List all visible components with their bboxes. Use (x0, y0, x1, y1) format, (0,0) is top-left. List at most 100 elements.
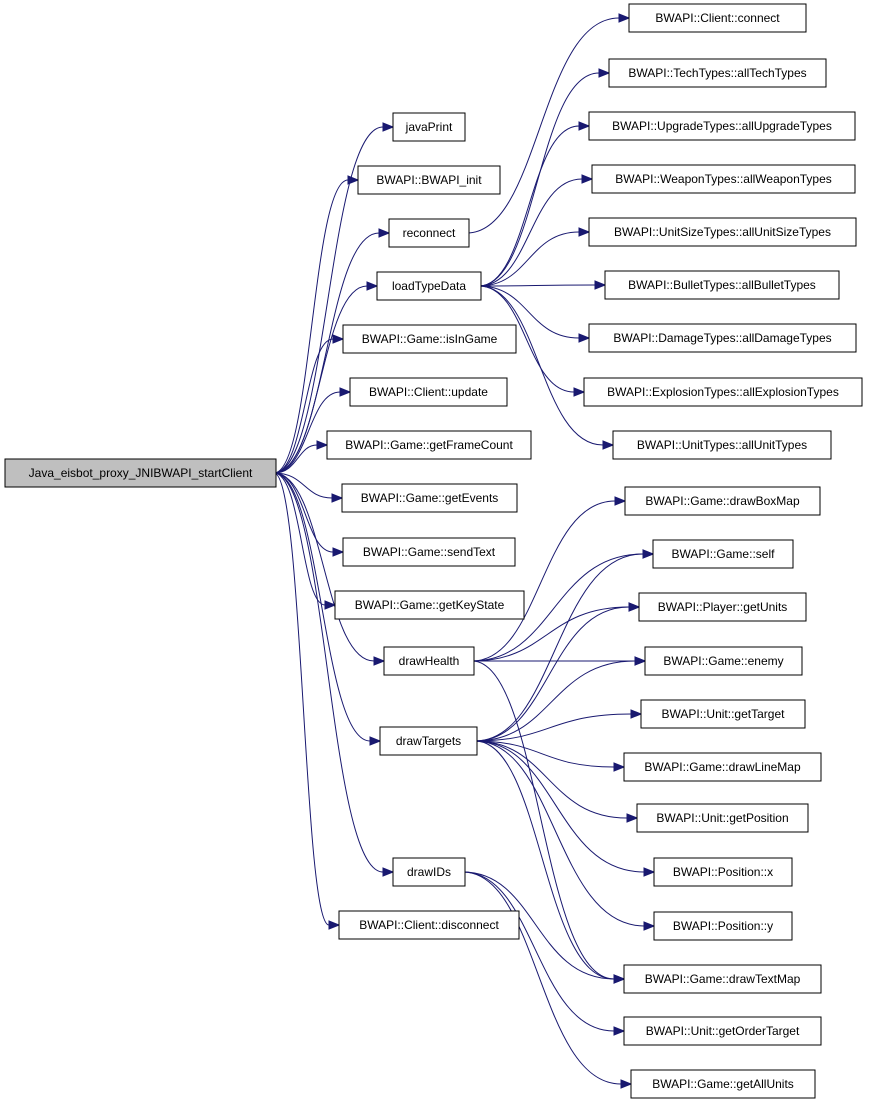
node-javaPrint[interactable]: javaPrint (392, 112, 466, 142)
node-box (392, 857, 466, 887)
edge-arrowhead (634, 656, 647, 666)
edge-root-to-client_update (273, 387, 352, 474)
edge-arrowhead (620, 1079, 633, 1089)
edge-line (478, 284, 596, 287)
edge-arrowhead (369, 736, 382, 746)
edge-line (474, 713, 632, 742)
node-label: BWAPI::Player::getUnits (658, 600, 788, 614)
edge-line (273, 472, 371, 742)
node-player_getUnits[interactable]: BWAPI::Player::getUnits (638, 592, 807, 622)
node-label: BWAPI::Unit::getTarget (662, 707, 786, 721)
node-allUpgradeTypes[interactable]: BWAPI::UpgradeTypes::allUpgradeTypes (588, 111, 856, 141)
node-root[interactable]: Java_eisbot_proxy_JNIBWAPI_startClient (4, 458, 277, 488)
edge-line (478, 285, 580, 339)
edge-root-to-drawTargets (273, 472, 382, 746)
edge-root-to-javaPrint (273, 122, 395, 474)
edge-arrowhead (366, 281, 379, 291)
node-box (653, 857, 793, 887)
node-client_disconnect[interactable]: BWAPI::Client::disconnect (338, 910, 520, 940)
node-getEvents[interactable]: BWAPI::Game::getEvents (341, 483, 518, 513)
edge-root-to-loadTypeData (273, 281, 379, 474)
edge-arrowhead (578, 333, 591, 343)
node-allTechTypes[interactable]: BWAPI::TechTypes::allTechTypes (608, 58, 827, 88)
node-box (341, 483, 518, 513)
edge-arrowhead (602, 440, 615, 450)
node-game_self[interactable]: BWAPI::Game::self (652, 539, 794, 569)
edge-loadTypeData-to-allUpgradeTypes (478, 121, 591, 287)
edge-line (471, 500, 616, 662)
node-label: BWAPI::UpgradeTypes::allUpgradeTypes (612, 119, 832, 133)
edge-line (273, 338, 334, 474)
edge-arrowhead (594, 280, 607, 290)
node-drawLineMap[interactable]: BWAPI::Game::drawLineMap (623, 752, 822, 782)
node-isInGame[interactable]: BWAPI::Game::isInGame (342, 324, 517, 354)
edge-drawHealth-to-drawBoxMap (471, 496, 627, 662)
edge-arrowhead (382, 867, 395, 877)
node-label: BWAPI::ExplosionTypes::allExplosionTypes (607, 385, 839, 399)
node-unit_getPosition[interactable]: BWAPI::Unit::getPosition (636, 803, 809, 833)
node-label: loadTypeData (392, 279, 466, 293)
node-label: BWAPI::UnitTypes::allUnitTypes (637, 438, 807, 452)
node-getAllUnits[interactable]: BWAPI::Game::getAllUnits (630, 1069, 816, 1099)
node-allUnitSizeTypes[interactable]: BWAPI::UnitSizeTypes::allUnitSizeTypes (588, 217, 857, 247)
edge-drawTargets-to-position_y (474, 740, 656, 931)
node-box (623, 1016, 822, 1046)
node-allUnitTypes[interactable]: BWAPI::UnitTypes::allUnitTypes (612, 430, 832, 460)
node-unit_getOrderTarget[interactable]: BWAPI::Unit::getOrderTarget (623, 1016, 822, 1046)
node-position_x[interactable]: BWAPI::Position::x (653, 857, 793, 887)
edge-arrowhead (643, 921, 656, 931)
node-box (342, 324, 517, 354)
edge-line (273, 472, 333, 499)
node-label: BWAPI::Client::update (369, 385, 488, 399)
node-box (383, 646, 475, 676)
node-label: BWAPI::Game::enemy (663, 654, 783, 668)
edge-reconnect-to-client_connect (466, 13, 631, 234)
edge-arrowhead (613, 1026, 626, 1036)
edge-arrowhead (613, 762, 626, 772)
node-position_y[interactable]: BWAPI::Position::y (653, 911, 793, 941)
node-box (326, 430, 532, 460)
node-box (357, 165, 501, 195)
node-label: Java_eisbot_proxy_JNIBWAPI_startClient (29, 466, 253, 480)
node-drawIDs[interactable]: drawIDs (392, 857, 466, 887)
node-box (612, 430, 832, 460)
node-drawTextMap[interactable]: BWAPI::Game::drawTextMap (623, 964, 822, 994)
edge-drawTargets-to-game_enemy (474, 656, 647, 742)
node-allWeaponTypes[interactable]: BWAPI::WeaponTypes::allWeaponTypes (591, 164, 856, 194)
node-box (630, 1069, 816, 1099)
node-drawHealth[interactable]: drawHealth (383, 646, 475, 676)
node-box (628, 3, 807, 33)
node-label: drawIDs (407, 865, 451, 879)
node-getKeyState[interactable]: BWAPI::Game::getKeyState (334, 590, 525, 620)
node-getFrameCount[interactable]: BWAPI::Game::getFrameCount (326, 430, 532, 460)
node-loadTypeData[interactable]: loadTypeData (376, 271, 482, 301)
node-drawTargets[interactable]: drawTargets (379, 726, 478, 756)
edge-line (273, 472, 330, 926)
node-box (338, 910, 520, 940)
node-label: BWAPI::Game::isInGame (362, 332, 498, 346)
node-allDamageTypes[interactable]: BWAPI::DamageTypes::allDamageTypes (588, 323, 857, 353)
edge-line (474, 606, 630, 742)
node-allExplosionTypes[interactable]: BWAPI::ExplosionTypes::allExplosionTypes (583, 377, 863, 407)
node-label: BWAPI::Game::sendText (363, 545, 496, 559)
node-drawBoxMap[interactable]: BWAPI::Game::drawBoxMap (624, 486, 821, 516)
node-label: reconnect (403, 226, 456, 240)
node-client_connect[interactable]: BWAPI::Client::connect (628, 3, 807, 33)
edge-arrowhead (642, 549, 655, 559)
edge-line (474, 553, 644, 742)
node-reconnect[interactable]: reconnect (388, 218, 470, 248)
node-label: BWAPI::Game::getAllUnits (652, 1077, 794, 1091)
node-unit_getTarget[interactable]: BWAPI::Unit::getTarget (640, 699, 806, 729)
edge-arrowhead (626, 813, 639, 823)
node-allBulletTypes[interactable]: BWAPI::BulletTypes::allBulletTypes (604, 270, 840, 300)
node-sendText[interactable]: BWAPI::Game::sendText (342, 537, 516, 567)
edge-line (471, 553, 644, 662)
node-game_enemy[interactable]: BWAPI::Game::enemy (644, 646, 803, 676)
edge-root-to-drawIDs (273, 472, 395, 877)
node-client_update[interactable]: BWAPI::Client::update (349, 377, 508, 407)
edge-line (478, 231, 580, 287)
edge-line (474, 740, 628, 819)
node-bwapi_init[interactable]: BWAPI::BWAPI_init (357, 165, 501, 195)
node-box (588, 111, 856, 141)
node-label: BWAPI::BulletTypes::allBulletTypes (628, 278, 816, 292)
